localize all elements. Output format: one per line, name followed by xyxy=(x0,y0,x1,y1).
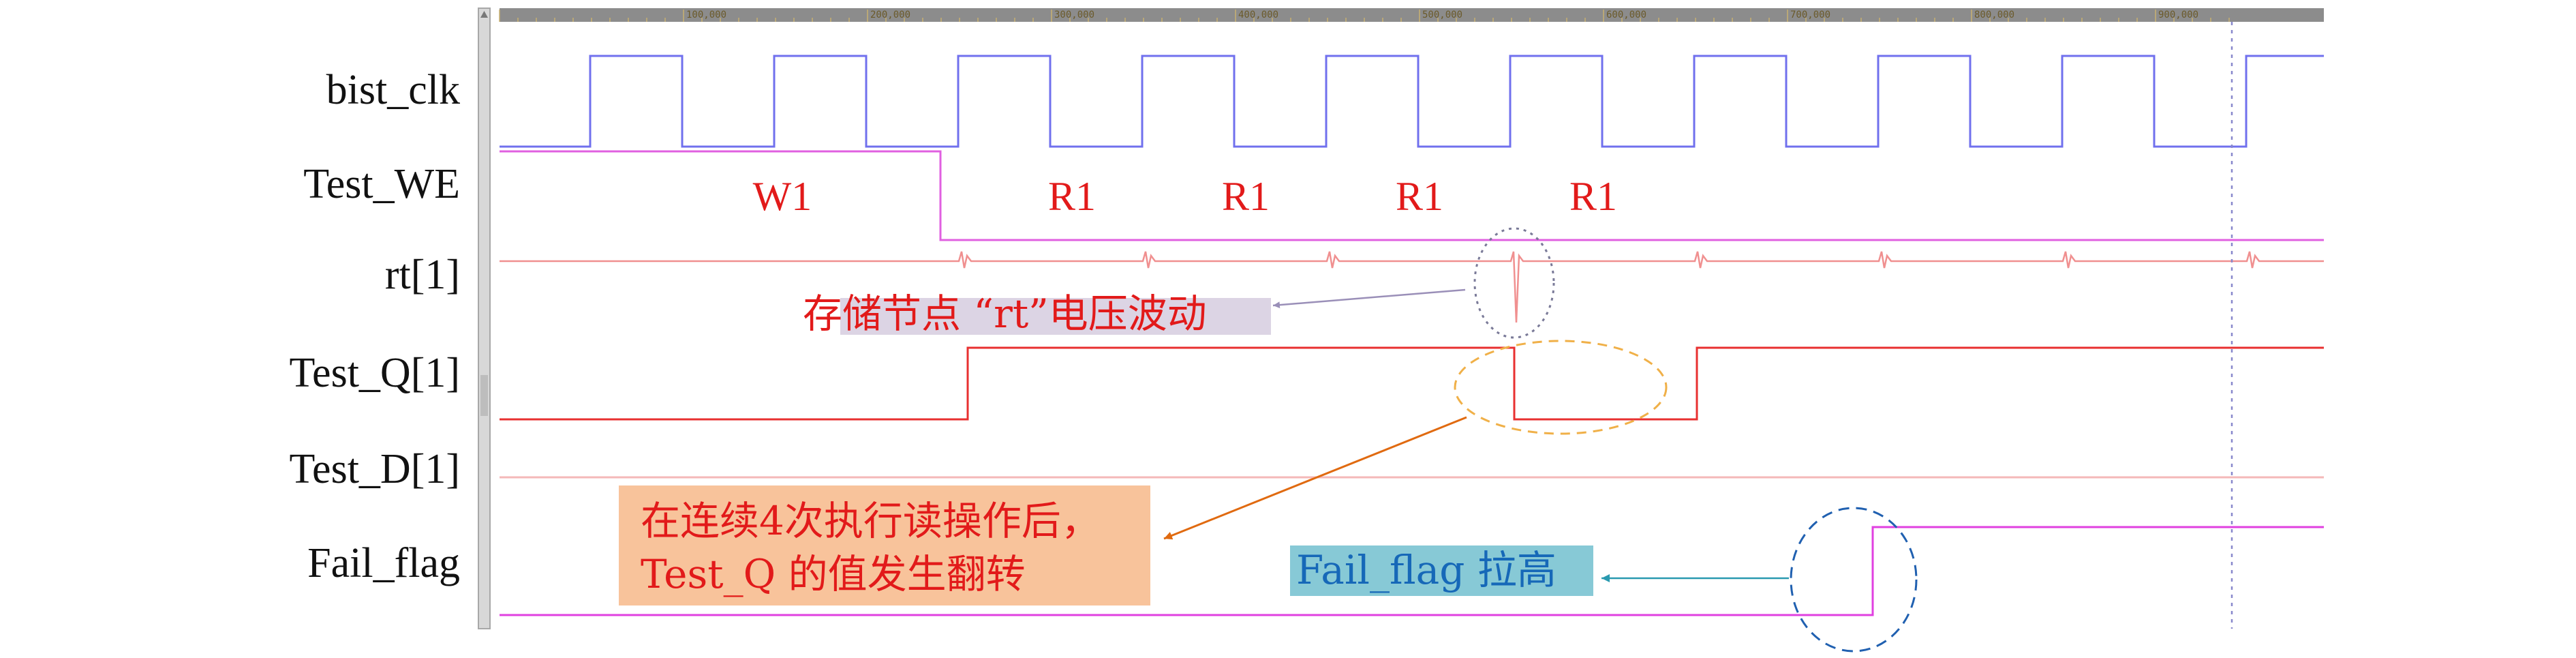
flip-note-background xyxy=(619,485,1150,605)
flip-note-line2: Test_Q 的值发生翻转 xyxy=(641,551,1026,597)
vertical-scrollbar[interactable] xyxy=(478,8,491,629)
signal-label-test-we: Test_WE xyxy=(303,161,460,207)
time-ruler: 100,000 200,000 300,000 400,000 500,000 600,0… xyxy=(499,8,2324,22)
flip-note-arrow xyxy=(1163,416,1467,540)
fail-flag-waveform xyxy=(500,526,2324,616)
fail-note-text: Fail_flag 拉高 xyxy=(1296,547,1557,593)
phase-label-r1-4: R1 xyxy=(1569,174,1617,219)
test-q-waveform xyxy=(500,346,2324,421)
rt-note-background xyxy=(840,298,1271,335)
ruler-tick-label: 100,000 xyxy=(686,10,726,20)
rt-note-arrow xyxy=(1272,288,1466,309)
fail-flag-highlight xyxy=(1790,507,1918,653)
signal-label-fail-flag: Fail_flag xyxy=(307,540,460,586)
bist-clk-waveform xyxy=(500,55,2324,148)
rt-waveform xyxy=(500,251,2324,323)
phase-label-r1-2: R1 xyxy=(1222,174,1270,219)
signal-label-bist-clk: bist_clk xyxy=(326,67,460,113)
scroll-thumb[interactable] xyxy=(480,375,488,416)
flip-note-line1: 在连续4次执行读操作后， xyxy=(641,498,1101,544)
ruler-ticks: 100,000 200,000 300,000 400,000 500,000 600,0… xyxy=(499,10,2230,22)
signal-label-test-d: Test_D[1] xyxy=(290,446,460,492)
scroll-up-icon[interactable] xyxy=(480,11,488,18)
test-we-waveform xyxy=(500,150,2324,241)
ruler-tick-label: 400,000 xyxy=(1238,10,1278,20)
signal-label-test-q: Test_Q[1] xyxy=(290,350,460,396)
phase-label-w1: W1 xyxy=(753,174,812,219)
phase-label-r1-1: R1 xyxy=(1048,174,1096,219)
ruler-tick-label: 800,000 xyxy=(1974,10,2014,20)
fail-note-background xyxy=(1290,545,1593,596)
ruler-tick-label: 500,000 xyxy=(1422,10,1462,20)
rt-note-text: 存储节点 “rt”电压波动 xyxy=(803,290,1207,337)
test-q-flip-highlight xyxy=(1454,340,1668,435)
phase-label-r1-3: R1 xyxy=(1396,174,1443,219)
ruler-tick-label: 900,000 xyxy=(2158,10,2198,20)
rt-glitch-highlight xyxy=(1473,227,1555,339)
ruler-tick-label: 700,000 xyxy=(1790,10,1830,20)
signal-label-rt: rt[1] xyxy=(385,252,460,298)
ruler-tick-label: 600,000 xyxy=(1606,10,1646,20)
ruler-tick-label: 300,000 xyxy=(1054,10,1094,20)
ruler-tick-label: 200,000 xyxy=(870,10,910,20)
